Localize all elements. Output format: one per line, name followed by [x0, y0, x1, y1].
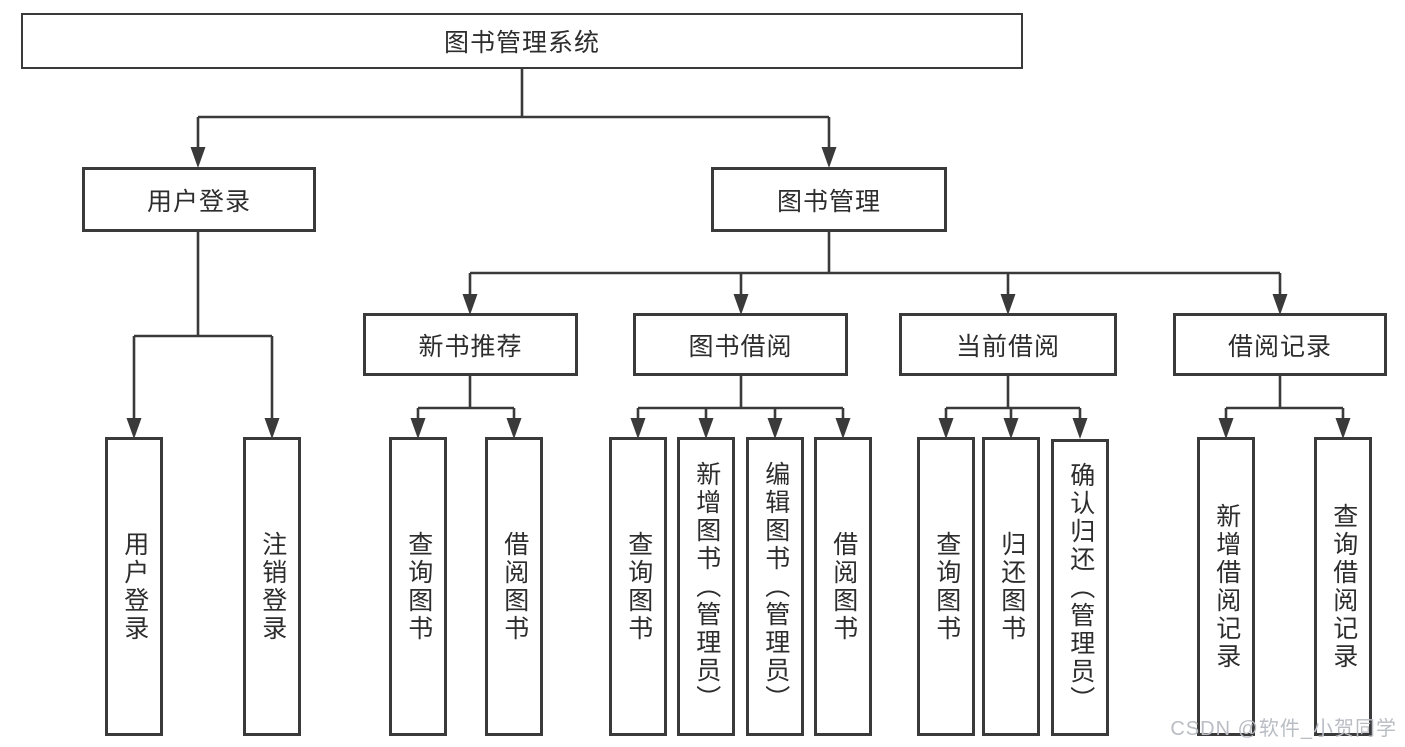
connector-currentborrow-split: [946, 376, 1080, 410]
connector-root-to-level2: [198, 68, 829, 119]
arrow-to-book-borrow: [733, 273, 749, 315]
connector-userlogin-split: [134, 232, 272, 338]
leaf-cb-return-book: 归还图书: [982, 437, 1040, 736]
arrow-to-leaf-user-login: [126, 336, 142, 439]
node-user-login-label: 用户登录: [146, 187, 251, 216]
connector-bookborrow-split: [638, 376, 843, 410]
csdn-watermark: CSDN @软件_小贺同学: [1170, 718, 1397, 740]
arrow-to-borrow-record: [1272, 273, 1288, 315]
node-current-borrow-label: 当前借阅: [955, 332, 1060, 361]
leaf-user-login: 用户登录: [105, 437, 163, 736]
leaf-bb-query-book: 查询图书: [609, 437, 667, 736]
arrow-to-leaf-cb-confirm: [1072, 408, 1088, 439]
connector-bookmgmt-split: [470, 232, 1280, 275]
leaf-br-query-record: 查询借阅记录: [1314, 437, 1372, 736]
node-book-management-label: 图书管理: [776, 187, 881, 216]
node-current-borrow: 当前借阅: [899, 313, 1117, 376]
leaf-br-add-record-label: 新增借阅记录: [1212, 502, 1241, 671]
leaf-user-login-label: 用户登录: [120, 530, 149, 643]
arrow-to-leaf-br-add: [1218, 408, 1234, 439]
node-borrow-record: 借阅记录: [1173, 313, 1387, 376]
leaf-logout: 注销登录: [243, 437, 301, 736]
arrow-to-leaf-logout: [264, 336, 280, 439]
leaf-bb-edit-book-admin-label: 编辑图书（管理员）: [761, 460, 790, 713]
arrow-to-leaf-nb-query: [410, 408, 426, 439]
arrow-to-new-book: [462, 273, 478, 315]
connector-borrowrecord-split: [1226, 376, 1343, 410]
leaf-nb-borrow-book: 借阅图书: [485, 437, 543, 736]
arrow-to-leaf-br-query: [1335, 408, 1351, 439]
node-root-label: 图书管理系统: [443, 29, 600, 57]
node-new-book-recommend-label: 新书推荐: [418, 332, 523, 361]
leaf-nb-borrow-book-label: 借阅图书: [500, 530, 529, 643]
leaf-bb-edit-book-admin: 编辑图书（管理员）: [746, 437, 804, 736]
arrow-to-leaf-cb-return: [1003, 408, 1019, 439]
node-borrow-record-label: 借阅记录: [1227, 332, 1332, 361]
leaf-cb-confirm-return-admin: 确认归还（管理员）: [1051, 439, 1109, 736]
leaf-cb-query-book: 查询图书: [917, 437, 975, 736]
arrow-to-leaf-bb-query: [630, 408, 646, 439]
leaf-bb-add-book-admin: 新增图书（管理员）: [677, 437, 735, 736]
node-book-borrow: 图书借阅: [633, 313, 848, 376]
node-book-management: 图书管理: [711, 167, 947, 232]
node-root: 图书管理系统: [21, 13, 1023, 69]
node-new-book-recommend: 新书推荐: [363, 313, 578, 376]
node-book-borrow-label: 图书借阅: [688, 332, 793, 361]
leaf-bb-query-book-label: 查询图书: [624, 530, 653, 643]
leaf-nb-query-book: 查询图书: [389, 437, 447, 736]
arrow-to-leaf-cb-query: [938, 408, 954, 439]
arrow-to-book-management: [821, 117, 837, 168]
leaf-nb-query-book-label: 查询图书: [404, 530, 433, 643]
leaf-bb-borrow-book-label: 借阅图书: [829, 530, 858, 643]
leaf-bb-borrow-book: 借阅图书: [814, 437, 872, 736]
leaf-cb-return-book-label: 归还图书: [997, 530, 1026, 643]
leaf-cb-confirm-return-admin-label: 确认归还（管理员）: [1066, 461, 1095, 714]
arrow-to-leaf-nb-borrow: [506, 408, 522, 439]
leaf-br-query-record-label: 查询借阅记录: [1329, 502, 1358, 671]
arrow-to-leaf-bb-borrow: [835, 408, 851, 439]
leaf-br-add-record: 新增借阅记录: [1197, 437, 1255, 736]
arrow-to-current-borrow: [1000, 273, 1016, 315]
leaf-cb-query-book-label: 查询图书: [932, 530, 961, 643]
arrow-to-leaf-bb-edit: [767, 408, 783, 439]
arrow-to-user-login: [190, 117, 206, 168]
leaf-bb-add-book-admin-label: 新增图书（管理员）: [692, 460, 721, 713]
arrow-to-leaf-bb-add: [698, 408, 714, 439]
node-user-login: 用户登录: [82, 167, 316, 232]
connector-newbook-split: [418, 376, 514, 410]
leaf-logout-label: 注销登录: [258, 530, 287, 643]
